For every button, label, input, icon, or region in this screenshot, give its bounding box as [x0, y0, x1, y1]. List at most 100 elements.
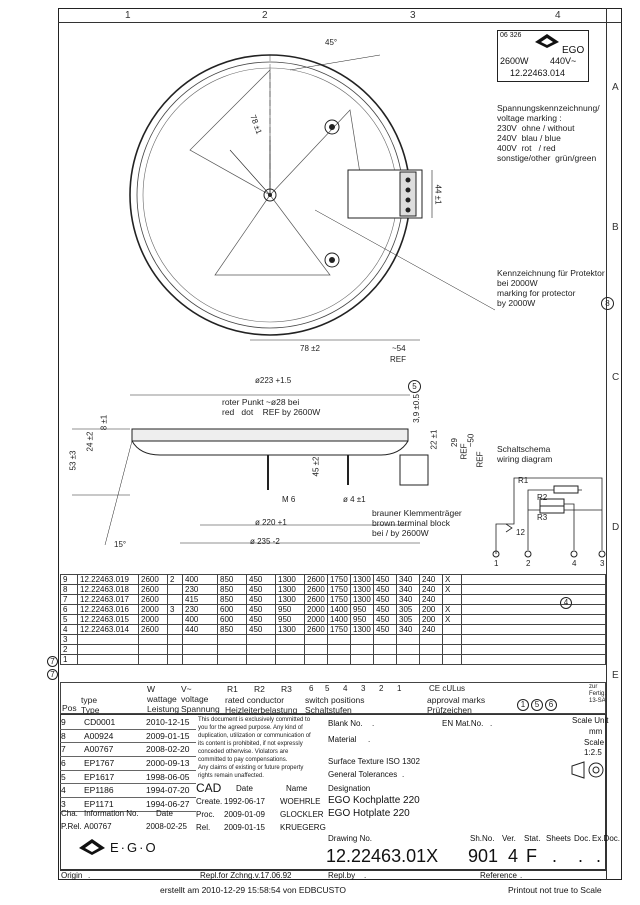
- sheets-value: .: [552, 846, 558, 866]
- projection-symbol-icon: [571, 761, 604, 779]
- grid-row-b: B: [612, 222, 619, 233]
- revision-date: 2009-01-15: [146, 730, 190, 741]
- grid-row-e: E: [612, 670, 619, 681]
- table-cell-empty: [461, 634, 606, 645]
- table-cell-empty: [327, 644, 351, 655]
- rating-label-box: 06 326 EGO 2600W 440V~ 12.22463.014: [497, 30, 589, 82]
- cad-date-header: Date: [236, 784, 253, 793]
- note-red-dot: roter Punkt ~ø28 bei red dot REF by 2600…: [222, 397, 321, 417]
- table-cell-v: 400: [182, 614, 218, 625]
- table-cell-s5: 1400: [327, 604, 351, 615]
- label-power: 2600W: [500, 56, 529, 66]
- table-cell-empty: [275, 644, 305, 655]
- table-cell-r3: 1300: [275, 624, 305, 635]
- hdr-step: 6: [309, 684, 314, 693]
- scale-value: 1:2.5: [584, 748, 602, 757]
- general-tolerances: General Tolerances: [328, 770, 398, 779]
- hdr-step: 2: [379, 684, 384, 693]
- table-cell-s5: 1400: [327, 614, 351, 625]
- table-cell-r3: 950: [275, 604, 305, 615]
- dim-angle-15: 15°: [114, 540, 127, 549]
- table-cell-w: 2000: [138, 604, 168, 615]
- table-cell-empty: [182, 634, 218, 645]
- table-cell-s4: 1300: [350, 574, 374, 585]
- hotplate-side-view: [72, 394, 429, 546]
- revision-date: 2010-12-15: [146, 717, 190, 727]
- table-cell-empty: [461, 654, 606, 665]
- table-cell-pad: [461, 604, 606, 615]
- reference-label: Reference: [480, 871, 517, 880]
- table-cell-x: X: [442, 614, 462, 625]
- dim-m6: M 6: [282, 495, 296, 504]
- table-cell-pos: 7: [60, 594, 78, 605]
- table-cell-r1: 600: [217, 614, 247, 625]
- table-cell-type: 12.22463.019: [77, 574, 139, 585]
- material-label: Material: [328, 735, 357, 744]
- hdr-step: 1: [397, 684, 402, 693]
- table-cell-pos: 3: [60, 634, 78, 645]
- hdr-step: 4: [343, 684, 348, 693]
- revision-info: A00924: [84, 730, 114, 741]
- table-cell-pos: 9: [60, 574, 78, 585]
- table-cell-empty: [246, 644, 276, 655]
- table-cell-empty: [304, 634, 328, 645]
- general-tolerances-value: .: [402, 770, 405, 779]
- table-cell-pos: 6: [60, 604, 78, 615]
- table-cell-type: 12.22463.016: [77, 604, 139, 615]
- table-cell-s1: 240: [419, 574, 443, 585]
- table-cell-r3: 950: [275, 614, 305, 625]
- hdr-step: 3: [361, 684, 366, 693]
- table-cell-s1: 240: [419, 624, 443, 635]
- hdr-w: W wattage Leistung: [147, 684, 180, 714]
- repl-by-label: Repl.by: [328, 871, 356, 880]
- origin-value: .: [88, 871, 91, 880]
- table-cell-s2: 340: [396, 584, 420, 595]
- table-cell-s3: 450: [373, 604, 397, 615]
- table-cell-empty: [396, 654, 420, 665]
- table-cell-empty: [327, 654, 351, 665]
- table-cell-pos: 4: [60, 624, 78, 635]
- cad-create-date: 1992-06-17: [224, 797, 265, 806]
- hdr-circle-5: 5: [531, 699, 543, 711]
- table-cell-x: [442, 624, 462, 635]
- hdr-switch: switch positions Schaltstufen: [305, 695, 365, 715]
- table-cell-pos: 2: [60, 644, 78, 655]
- table-cell-empty: [350, 634, 374, 645]
- table-cell-s1: 240: [419, 584, 443, 595]
- label-part: 12.22463.014: [510, 68, 566, 78]
- wiring-node-4: 4: [572, 559, 577, 568]
- table-cell-type: 12.22463.017: [77, 594, 139, 605]
- hdr-approval: approval marks Prüfzeichen: [427, 695, 486, 715]
- table-cell-pad: [461, 614, 606, 625]
- table-cell-v: 440: [182, 624, 218, 635]
- dim-53: 53 ±3: [68, 450, 78, 471]
- table-row-empty: 2: [60, 644, 606, 655]
- dim-d220: ø 220 +1: [255, 518, 287, 527]
- table-cell-s6: 2600: [304, 574, 328, 585]
- table-cell-x: X: [442, 574, 462, 585]
- table-cell-empty: [246, 654, 276, 665]
- stat-label: Stat.: [524, 834, 541, 843]
- cad-proc-date: 2009-01-09: [224, 810, 265, 819]
- table-cell-empty: [246, 634, 276, 645]
- table-cell-mark: [167, 584, 183, 595]
- revision-cha: 7: [61, 744, 66, 755]
- table-cell-empty: [442, 644, 462, 655]
- wiring-title: Schaltschema wiring diagram: [497, 444, 553, 464]
- shno-label: Sh.No.: [470, 834, 495, 843]
- table-cell-r1: 600: [217, 604, 247, 615]
- dim-22: 22 ±1: [429, 429, 439, 450]
- scale-unit-label: Scale Unit: [572, 716, 609, 725]
- table-cell-empty: [419, 634, 443, 645]
- blank-no-label: Blank No.: [328, 719, 363, 728]
- scale-label: Scale: [584, 738, 605, 747]
- exdoc-value: .: [596, 846, 602, 866]
- revision-cha: 3: [61, 799, 66, 810]
- wiring-r3: R3: [537, 513, 548, 522]
